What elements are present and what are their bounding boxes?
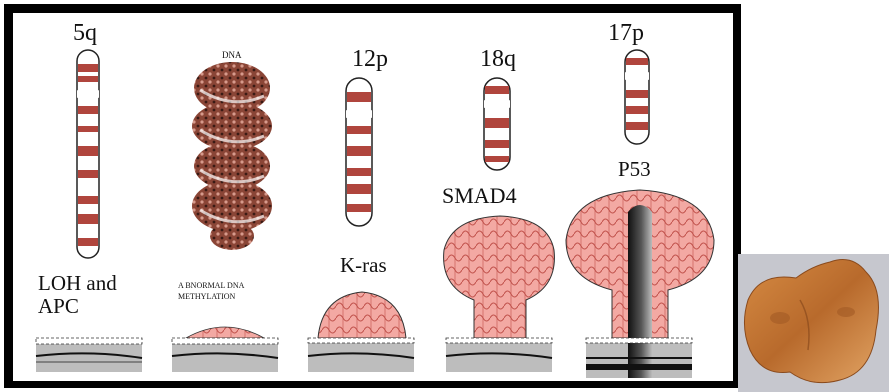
chromosome-label-17p: 17p — [608, 20, 644, 46]
chromosome-5q — [77, 50, 99, 258]
chromosome-18q — [484, 78, 510, 170]
chromosome-label-12p: 12p — [352, 46, 388, 72]
gene-label-methylation-2: METHYLATION — [178, 292, 236, 301]
chromosome-12p — [346, 78, 372, 226]
dna-helix — [192, 62, 272, 250]
chromosome-17p — [625, 50, 649, 144]
chromosome-label-18q: 18q — [480, 46, 516, 72]
chromosome-label-5q: 5q — [73, 20, 97, 46]
gene-label-p53: P53 — [618, 157, 651, 181]
gene-label-kras: K-ras — [340, 253, 387, 277]
gene-label-loh: LOH and — [38, 271, 117, 295]
gene-label-methylation-1: A BNORMAL DNA — [178, 281, 245, 290]
tissue-stage-1 — [36, 338, 142, 372]
gene-label-apc: APC — [38, 294, 79, 318]
specimen-photo — [738, 254, 889, 392]
gene-label-smad4: SMAD4 — [442, 183, 517, 208]
chromosome-label-dna: DNA — [222, 50, 242, 60]
